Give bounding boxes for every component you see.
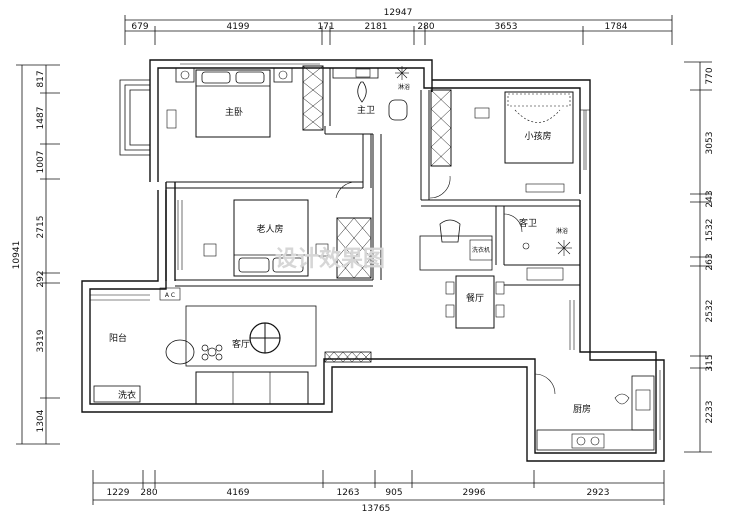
label-kitchen: 厨房 [573, 403, 591, 415]
interior-walls [166, 68, 580, 374]
sofa [195, 371, 309, 405]
label-elder-room: 老人房 [256, 223, 283, 235]
label-balcony: 阳台 [109, 332, 127, 344]
dim-top-5: 280 [417, 22, 434, 32]
label-balcony-washer: 洗衣 [118, 389, 136, 401]
tv-cabinet [324, 351, 372, 363]
label-guest-shower: 淋浴 [556, 227, 568, 235]
label-master-bath: 主卫 [357, 104, 375, 116]
guest-bath: 洗衣机 淋浴 客卫 [419, 217, 572, 281]
master-bath: 淋浴 主卫 [332, 66, 410, 121]
kitchen-sink [635, 389, 651, 411]
living-room: 客厅 [165, 305, 372, 405]
dim-bottom-7: 2923 [587, 488, 610, 498]
dimension-right [684, 61, 712, 453]
label-guest-bath: 客卫 [519, 217, 537, 229]
dim-left-6: 3319 [36, 329, 46, 352]
living-rug [185, 305, 317, 367]
dim-top-4: 2181 [365, 22, 388, 32]
dimension-top [124, 15, 673, 45]
dim-left-4: 2715 [36, 216, 46, 239]
elder-room: 老人房 [203, 199, 329, 277]
watermark: 设计效果图 [275, 246, 385, 272]
dim-left-1: 817 [36, 70, 46, 87]
dim-right-3: 243 [705, 190, 715, 207]
dim-right-4: 1532 [705, 219, 715, 242]
dim-top-2: 4199 [227, 22, 250, 32]
dim-top-6: 3653 [495, 22, 518, 32]
ac-unit [159, 287, 181, 301]
doors [335, 175, 556, 395]
nightstand-left [175, 67, 195, 83]
dim-left-7: 1304 [36, 409, 46, 432]
plant-icon [201, 344, 223, 361]
armchair [165, 339, 195, 365]
dim-bottom-2: 280 [140, 488, 157, 498]
master-bedroom: 主卧 [166, 65, 324, 138]
label-master-shower: 淋浴 [398, 83, 410, 91]
master-toilet [357, 81, 367, 103]
dim-bottom-3: 4169 [227, 488, 250, 498]
kitchen: 厨房 [536, 375, 655, 451]
dim-top-3: 171 [317, 22, 334, 32]
label-living-room: 客厅 [232, 338, 250, 350]
bay-window [119, 79, 150, 156]
dim-right-6: 2532 [705, 300, 715, 323]
dim-left-2: 1487 [36, 107, 46, 130]
balcony: 洗衣 阳台 [93, 332, 141, 403]
dining-area: 餐厅 [445, 275, 505, 329]
elder-bed [233, 199, 309, 277]
dim-left-3: 1007 [36, 151, 46, 174]
dimension-left [16, 64, 60, 445]
label-kids-room: 小孩房 [524, 130, 551, 142]
master-wardrobe [302, 65, 324, 131]
dim-bottom-total: 13765 [362, 504, 391, 513]
guest-toilet [439, 219, 461, 243]
guest-shower-icon [556, 240, 572, 256]
dim-left-total: 10941 [12, 241, 22, 270]
dim-top-7: 1784 [605, 22, 628, 32]
dim-top-1: 679 [131, 22, 148, 32]
windows [90, 63, 661, 440]
dim-top-total: 12947 [384, 8, 413, 18]
dim-bottom-4: 1263 [337, 488, 360, 498]
label-dining-room: 餐厅 [466, 292, 484, 304]
kids-wardrobe [430, 89, 452, 167]
dimension-bottom [92, 470, 665, 505]
stove-icon [571, 433, 605, 449]
kids-room: 小孩房 [430, 89, 574, 193]
label-washer-machine: 洗衣机 [472, 246, 490, 254]
dim-bottom-1: 1229 [107, 488, 130, 498]
master-shower-icon [395, 66, 409, 80]
dim-bottom-6: 2996 [463, 488, 486, 498]
dim-left-5: 292 [36, 270, 46, 287]
master-bed [195, 69, 271, 138]
dim-right-8: 2233 [705, 401, 715, 424]
nightstand-right [273, 67, 293, 83]
dim-right-5: 263 [705, 253, 715, 270]
dim-right-2: 3053 [705, 132, 715, 155]
dining-table [455, 275, 495, 329]
label-master-bedroom: 主卧 [225, 106, 243, 118]
label-ac: A C [165, 292, 175, 299]
dim-right-1: 770 [705, 67, 715, 84]
dim-right-7: 315 [705, 354, 715, 371]
dim-bottom-5: 905 [385, 488, 402, 498]
kids-bed [504, 91, 574, 164]
outer-walls [81, 59, 665, 462]
